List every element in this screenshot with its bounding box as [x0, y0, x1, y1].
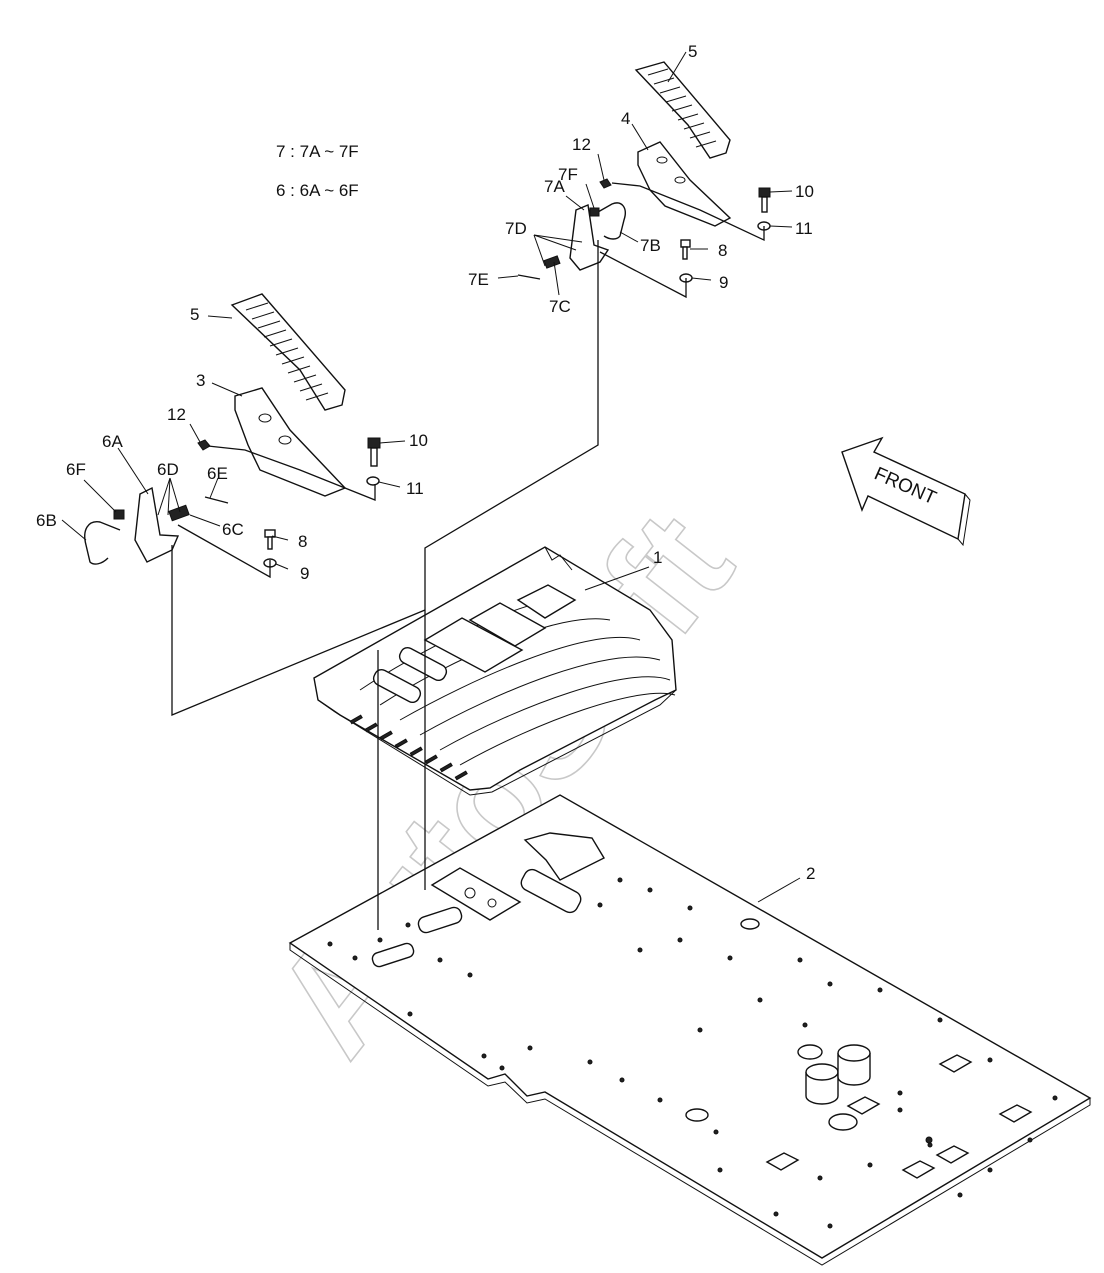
callout-6e: 6E	[207, 464, 228, 483]
callout-8-left: 8	[298, 532, 307, 551]
assembly-lines	[171, 182, 765, 930]
callout-7f: 7F	[558, 165, 578, 184]
callout-11-left: 11	[406, 479, 424, 498]
callout-5-left: 5	[190, 305, 199, 324]
callout-6f: 6F	[66, 460, 86, 479]
callout-12-left: 12	[167, 405, 186, 424]
legend-line-7: 7 : 7A ~ 7F	[276, 142, 359, 161]
callout-6b: 6B	[36, 511, 57, 530]
callout-9-right: 9	[719, 273, 728, 292]
callout-1: 1	[653, 548, 662, 567]
callout-5-right: 5	[688, 42, 697, 61]
callout-11-right: 11	[795, 219, 813, 238]
callout-4: 4	[621, 109, 630, 128]
callout-7a: 7A	[544, 177, 565, 196]
callout-6c: 6C	[222, 520, 244, 539]
callout-6d: 6D	[157, 460, 179, 479]
callout-6a: 6A	[102, 432, 123, 451]
callout-10-left: 10	[409, 431, 428, 450]
left-pedal-assembly	[84, 293, 381, 568]
callout-7c: 7C	[549, 297, 571, 316]
floor-plate	[288, 794, 1092, 1266]
callout-10-right: 10	[795, 182, 814, 201]
legend-line-6: 6 : 6A ~ 6F	[276, 181, 359, 200]
callout-9-left: 9	[300, 564, 309, 583]
callout-7e: 7E	[468, 270, 489, 289]
callout-2: 2	[806, 864, 815, 883]
callout-8-right: 8	[718, 241, 727, 260]
leader-lines	[61, 51, 801, 903]
callout-3: 3	[196, 371, 205, 390]
floor-mat	[313, 546, 677, 796]
callout-7b: 7B	[640, 236, 661, 255]
front-arrow-icon: FRONT	[841, 436, 971, 547]
callout-12-right: 12	[572, 135, 591, 154]
callouts: 1 2 3 4 5 5 6A 6B 6C 6D 6E 6F 7A 7B 7C 7…	[36, 42, 815, 883]
callout-7d: 7D	[505, 219, 527, 238]
